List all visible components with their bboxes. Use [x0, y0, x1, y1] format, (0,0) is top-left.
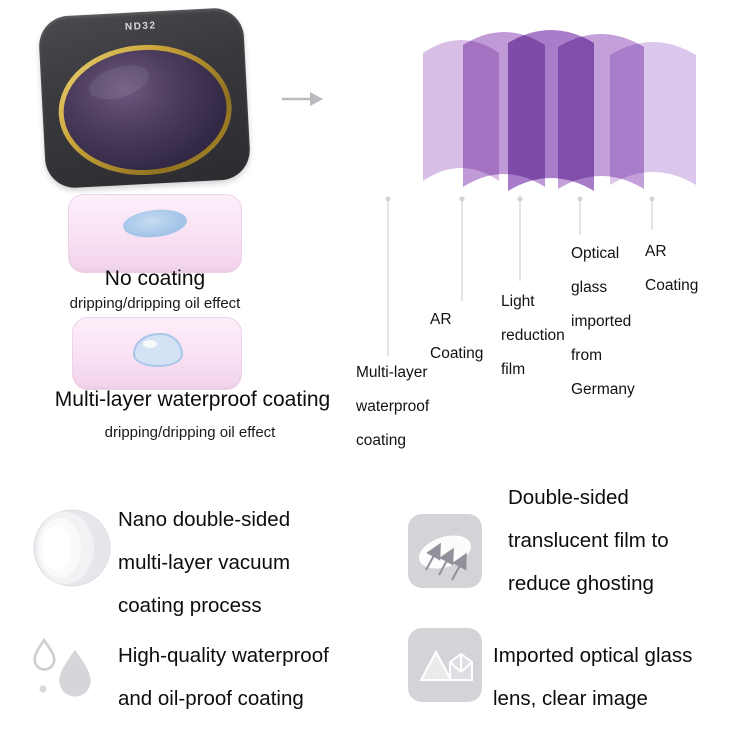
feature-translucent-film-text: Double-sided translucent film to reduce … — [508, 486, 669, 595]
oil-smear — [121, 206, 189, 241]
lens-glare — [85, 58, 154, 106]
layer-sheet-5 — [610, 42, 696, 185]
translucent-film-icon — [408, 514, 482, 588]
droplet-highlight — [143, 340, 157, 348]
water-droplet — [133, 333, 183, 367]
arrow-right-icon — [282, 92, 323, 106]
no-coating-sample — [68, 194, 242, 270]
no-coating-title: No coating — [104, 267, 206, 290]
waterproof-coating-subtitle: dripping/dripping oil effect — [104, 424, 276, 441]
feature-waterproof-text: High-quality waterproof and oil-proof co… — [118, 644, 329, 710]
nano-coating-icon — [33, 509, 111, 587]
nd-filter-product: ND32 — [37, 6, 252, 190]
feature-optical-glass-text: Imported optical glass lens, clear image — [493, 644, 693, 710]
waterproof-coating-sample — [72, 317, 242, 387]
no-coating-subtitle: dripping/dripping oil effect — [69, 295, 241, 312]
layer-label-multilayer-waterproof: Multi-layer waterproof coating — [356, 364, 430, 449]
feature-nano-coating-text: Nano double-sided multi-layer vacuum coa… — [118, 508, 291, 617]
leader-lines — [385, 196, 655, 356]
layer-label-light-reduction: Light reduction film — [501, 293, 565, 378]
waterproof-drops-icon — [33, 637, 91, 697]
layer-label-optical-glass: Optical glass imported from Germany — [571, 245, 635, 398]
layer-label-ar-coating-outer: AR Coating — [645, 243, 699, 294]
layer-label-ar-coating-inner: AR Coating — [430, 311, 484, 362]
filter-model-label: ND32 — [124, 20, 157, 33]
filter-lens — [60, 45, 230, 175]
waterproof-coating-title: Multi-layer waterproof coating — [54, 388, 331, 411]
optical-glass-icon — [408, 628, 482, 702]
gold-lens-ring — [55, 40, 235, 180]
layer-stack-diagram — [423, 30, 696, 191]
